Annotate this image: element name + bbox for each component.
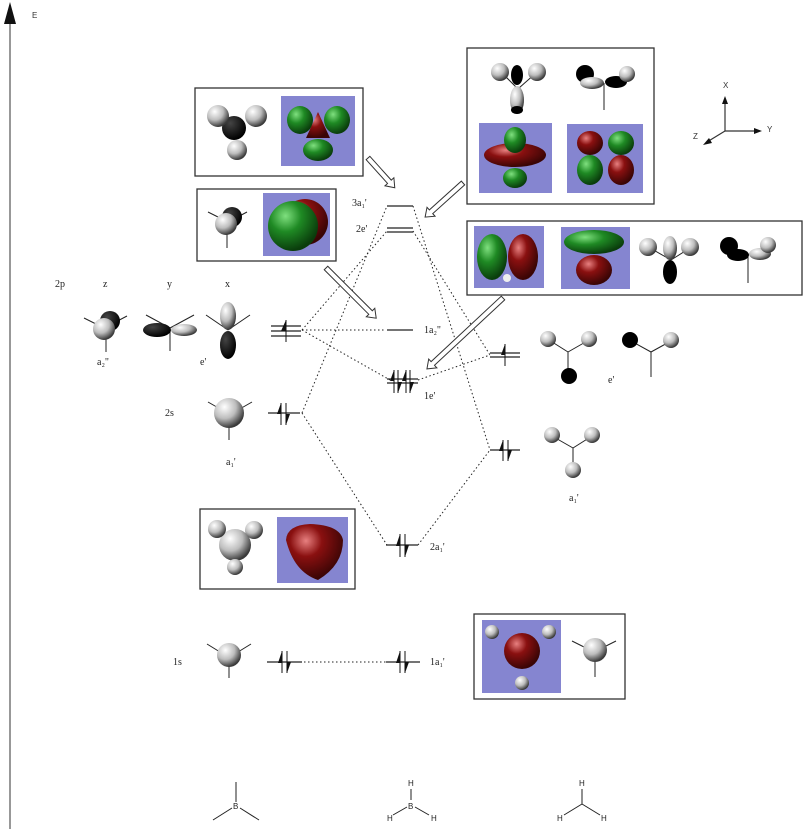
mo-label-2a1: 2a₁' [430, 542, 445, 553]
box-1a1-orbital [473, 613, 626, 700]
h3-level-a1 [490, 440, 520, 461]
h3-column: e' a₁' H H H [490, 331, 679, 823]
level-1s [267, 651, 302, 673]
box-1e-orbitals [466, 220, 803, 296]
mo-label-3a1: 3a₁' [352, 198, 367, 209]
level-2p [271, 320, 301, 342]
2e-isosurface-1-icon [484, 127, 546, 188]
boron-atom-label: B [233, 802, 238, 811]
2e-ball-model-2-icon [576, 65, 635, 110]
label-py: y [167, 279, 172, 290]
energy-axis: E [4, 2, 37, 829]
h3-h-top: H [579, 779, 585, 788]
energy-arrow-icon [4, 2, 16, 24]
3a1-ball-model-icon [207, 105, 267, 160]
arrow-1a2-icon [323, 265, 377, 319]
mo-level-1e [387, 370, 418, 393]
px-orbital-icon [205, 302, 251, 359]
corr-2s-3a1 [301, 205, 388, 414]
py-orbital-icon [143, 314, 197, 351]
box-2e-orbitals [466, 47, 655, 205]
s2-orbital-icon [207, 398, 253, 440]
sym-e-prime-boron: e' [200, 357, 206, 368]
corr-h3a1-3a1 [412, 205, 491, 451]
axis-label-x: X [723, 81, 729, 90]
arrow-3a1-icon [365, 155, 396, 189]
label-px: x [225, 279, 230, 290]
corr-2p-2e [301, 230, 388, 331]
corr-h3a1-2a1 [417, 449, 491, 546]
2e-ball-model-1-icon [491, 63, 546, 114]
correlation-lines [300, 205, 491, 663]
mo-column: 3a₁' 2e' 1a₂" 1e' 2a₁' 1a₁' [352, 198, 445, 823]
level-2s [268, 403, 300, 425]
label-2s: 2s [165, 408, 174, 419]
mo-level-2a1 [386, 534, 418, 557]
axis-label-z: Z [693, 132, 698, 141]
1a1-ball-model-icon [571, 638, 617, 677]
1a1-isosurface-icon [485, 625, 556, 690]
label-pz: z [103, 279, 108, 290]
2e-isosurface-panel-2 [567, 124, 643, 193]
bh3-b-label: B [408, 802, 413, 811]
h3-level-e [490, 344, 520, 366]
h3-e-orbital-1-icon [540, 331, 597, 384]
bh3-h-right: H [431, 814, 437, 823]
bh3-h-left: H [387, 814, 393, 823]
z-axis-arrow-icon [703, 138, 712, 145]
axis-label-y: Y [767, 125, 773, 134]
h3-sym-e: e' [608, 375, 614, 386]
mo-label-1e: 1e' [424, 391, 435, 402]
h3-e-orbital-2-icon [622, 332, 679, 377]
boron-column: 2p z y x a₂" e' [55, 279, 302, 821]
label-2p: 2p [55, 279, 65, 290]
h3-h-left: H [557, 814, 563, 823]
bh3-structure: H B H H [387, 779, 437, 823]
mo-level-1a1 [386, 651, 420, 673]
corr-h3e-1e [417, 354, 491, 381]
arrow-2e-icon [424, 180, 466, 218]
callout-arrows [323, 155, 506, 370]
y-axis-arrow-icon [754, 128, 762, 134]
mo-label-1a1: 1a₁' [430, 657, 445, 668]
label-1s: 1s [173, 657, 182, 668]
h3-structure: H H H [557, 779, 607, 823]
2e-isosurface-2-icon [577, 131, 634, 185]
coordinate-axes: X Y Z [693, 81, 773, 145]
energy-axis-label: E [32, 11, 37, 20]
bh3-h-top: H [408, 779, 414, 788]
1e-isosurface-2-icon [564, 230, 624, 285]
s1-orbital-icon [206, 643, 252, 678]
corr-h3e-2e [412, 230, 491, 356]
1e-isosurface-1-icon [477, 234, 538, 282]
mo-label-2e: 2e' [356, 224, 367, 235]
pz-ball-model-icon [207, 207, 248, 248]
box-3a1-orbital [194, 87, 364, 177]
h3-sym-a1: a₁' [569, 493, 579, 504]
x-axis-arrow-icon [722, 96, 728, 104]
corr-2p-1e [301, 329, 391, 381]
box-2a1-orbital [199, 508, 356, 590]
2a1-isosurface-icon [286, 524, 343, 580]
sym-2s-a1: a₁' [226, 457, 236, 468]
arrow-1e-icon [426, 295, 506, 370]
3a1-isosurface-icon [287, 106, 350, 161]
pz-orbital-icon [83, 311, 128, 352]
pz-isosurface-icon [268, 199, 328, 251]
h3-h-right: H [601, 814, 607, 823]
h3-a1-orbital-icon [544, 427, 600, 478]
1e-ball-model-2-icon [720, 237, 776, 283]
mo-label-1a2: 1a₂" [424, 325, 441, 336]
box-pz-orbital [196, 188, 337, 262]
mo-level-2e [387, 227, 413, 233]
boron-structure: B [212, 782, 260, 821]
sym-a2pp: a₂" [97, 357, 109, 368]
1e-ball-model-1-icon [639, 236, 699, 284]
2a1-ball-model-icon [208, 520, 263, 575]
